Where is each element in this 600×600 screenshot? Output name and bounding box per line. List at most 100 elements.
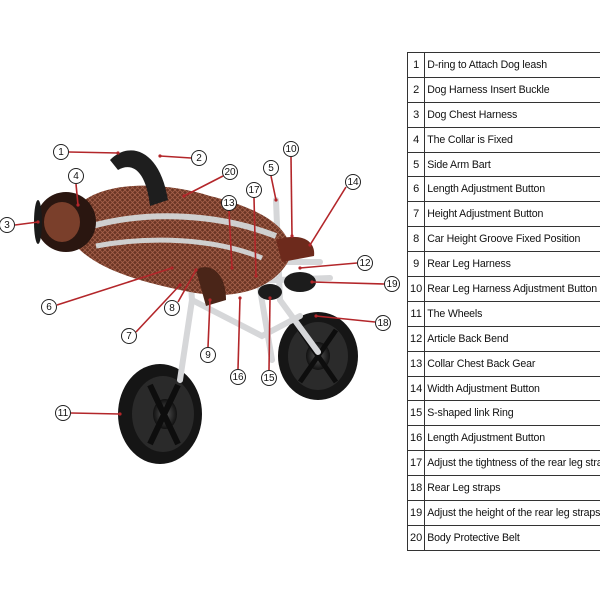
callout-leader-line	[70, 412, 121, 415]
legend-label: Height Adjustment Button	[424, 201, 600, 228]
callout-leader-line	[56, 267, 173, 306]
wheelchair-illustration	[34, 150, 358, 464]
legend-number: 3	[406, 101, 426, 128]
legend-number: 16	[406, 425, 426, 452]
callout-circle	[357, 255, 373, 271]
callout-leader-line	[207, 299, 211, 348]
callout-number: 3	[4, 220, 10, 231]
callout-7: 7	[121, 283, 182, 344]
legend-number: 19	[406, 500, 426, 526]
callout-leader-line	[75, 183, 79, 206]
callout-circle	[375, 315, 391, 331]
legend-number: 5	[406, 151, 426, 178]
legend-number: 13	[406, 350, 426, 377]
callout-circle	[221, 195, 237, 211]
callout-17: 17	[246, 182, 262, 278]
callout-19: 19	[310, 276, 400, 292]
callout-anchor-dot	[238, 296, 242, 300]
callout-number: 8	[169, 303, 175, 314]
legend-number: 9	[406, 251, 426, 278]
callout-number: 5	[268, 163, 274, 174]
callout-leader-line	[315, 315, 376, 323]
callout-leader-line	[311, 281, 385, 285]
legend-label: Dog Harness Insert Buckle	[424, 76, 600, 103]
callout-circle	[0, 217, 15, 233]
legend-number: 17	[406, 450, 426, 477]
callout-leader-line	[14, 221, 39, 226]
callout-circle	[246, 182, 262, 198]
callout-number: 9	[205, 350, 211, 361]
legend-number: 2	[406, 76, 426, 103]
callout-circle	[263, 160, 279, 176]
callout-anchor-dot	[170, 266, 174, 270]
callout-anchor-dot	[158, 154, 162, 158]
callout-number: 15	[263, 373, 275, 384]
callout-anchor-dot	[178, 283, 182, 287]
legend-label: Body Protective Belt	[424, 524, 600, 551]
callout-14: 14	[308, 174, 361, 247]
callout-number: 12	[359, 258, 371, 269]
legend-label: Dog Chest Harness	[424, 101, 600, 128]
legend-number: 20	[406, 524, 426, 551]
legend-number: 7	[406, 201, 426, 228]
callout-leader-line	[299, 262, 358, 269]
left-wheel	[118, 364, 202, 464]
callout-circle	[345, 174, 361, 190]
callout-leader-line	[159, 155, 192, 159]
right-wheel	[278, 312, 358, 400]
callout-circle	[121, 328, 137, 344]
callout-number: 17	[248, 185, 260, 196]
legend-label: Adjust the height of the rear leg straps	[424, 500, 600, 526]
legend-label: The Wheels	[424, 300, 600, 327]
legend-label: Rear Leg Harness Adjustment Button	[424, 276, 600, 302]
callout-number: 13	[223, 198, 235, 209]
callout-leader-line	[177, 269, 197, 303]
rear-leg-pads	[258, 236, 316, 300]
callout-anchor-dot	[230, 266, 234, 270]
callout-anchor-dot	[116, 151, 120, 155]
callout-leader-line	[253, 197, 257, 277]
callout-3: 3	[0, 217, 40, 233]
callout-circle	[68, 168, 84, 184]
callout-circle	[191, 150, 207, 166]
callout-1: 1	[53, 144, 120, 160]
callout-anchor-dot	[208, 298, 212, 302]
callout-number: 6	[46, 302, 52, 313]
callout-anchor-dot	[314, 314, 318, 318]
callout-anchor-dot	[308, 243, 312, 247]
legend-label: The Collar is Fixed	[424, 126, 600, 153]
callout-anchor-dot	[274, 198, 278, 202]
legend-label: Car Height Groove Fixed Position	[424, 226, 600, 253]
callout-10: 10	[283, 141, 299, 238]
callout-leader-line	[270, 175, 277, 201]
legend-number: 15	[406, 400, 426, 427]
callout-number: 4	[73, 171, 79, 182]
callout-anchor-dot	[254, 274, 258, 278]
legend-label: Side Arm Bart	[424, 151, 600, 178]
callout-circle	[261, 370, 277, 386]
callout-anchor-dot	[36, 220, 40, 224]
callout-number: 7	[126, 331, 132, 342]
legend-label: Width Adjustment Button	[424, 375, 600, 402]
callout-number: 1	[58, 147, 64, 158]
callout-anchor-dot	[118, 412, 122, 416]
callout-leader-line	[183, 175, 224, 197]
callout-circle	[53, 144, 69, 160]
callout-8: 8	[164, 268, 198, 316]
callout-leader-line	[68, 151, 119, 154]
callout-11: 11	[55, 405, 122, 421]
callout-5: 5	[263, 160, 279, 202]
legend-label: Length Adjustment Button	[424, 425, 600, 452]
